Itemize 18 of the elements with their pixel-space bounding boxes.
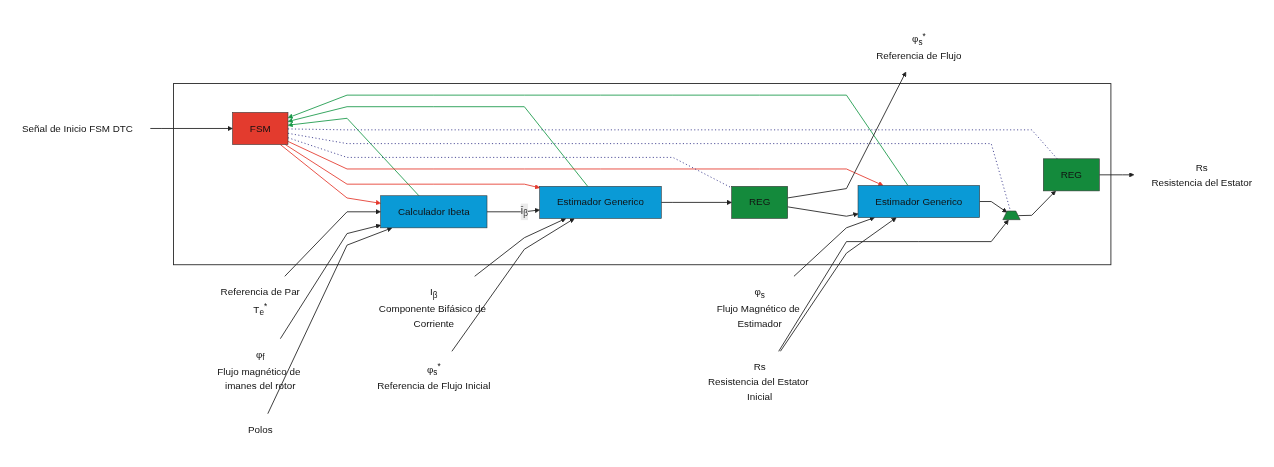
node-text: φ$_{s}$ Flujo Magnético de Estimador xyxy=(716,286,800,330)
node-text: Polos xyxy=(247,424,273,436)
node-box: Estimador Generico xyxy=(857,185,980,218)
node-box: REG xyxy=(731,186,788,219)
node-box: Estimador Generico xyxy=(539,186,662,219)
node-box: FSM xyxy=(232,112,289,145)
cluster xyxy=(173,83,1112,266)
edge-label: Î$_{β}$ xyxy=(520,205,529,219)
node-text: Rs Resistencia del Estator xyxy=(1151,161,1253,188)
node-box: REG xyxy=(1043,158,1100,192)
node-text: I$_{β}$ Componente Bifásico de Corriente xyxy=(378,286,487,330)
node-text: φ$_{f}$ Flujo magnético de imanes del rotor xyxy=(217,349,301,392)
connector xyxy=(287,128,1058,160)
node-text: Rs Resistencia del Estator Inicial xyxy=(707,361,809,403)
node-trapezoid xyxy=(1002,210,1021,220)
node-box: Calculador Ibeta xyxy=(380,195,488,229)
node-text: Señal de Inicio FSM DTC xyxy=(21,122,133,134)
connector xyxy=(287,137,733,189)
